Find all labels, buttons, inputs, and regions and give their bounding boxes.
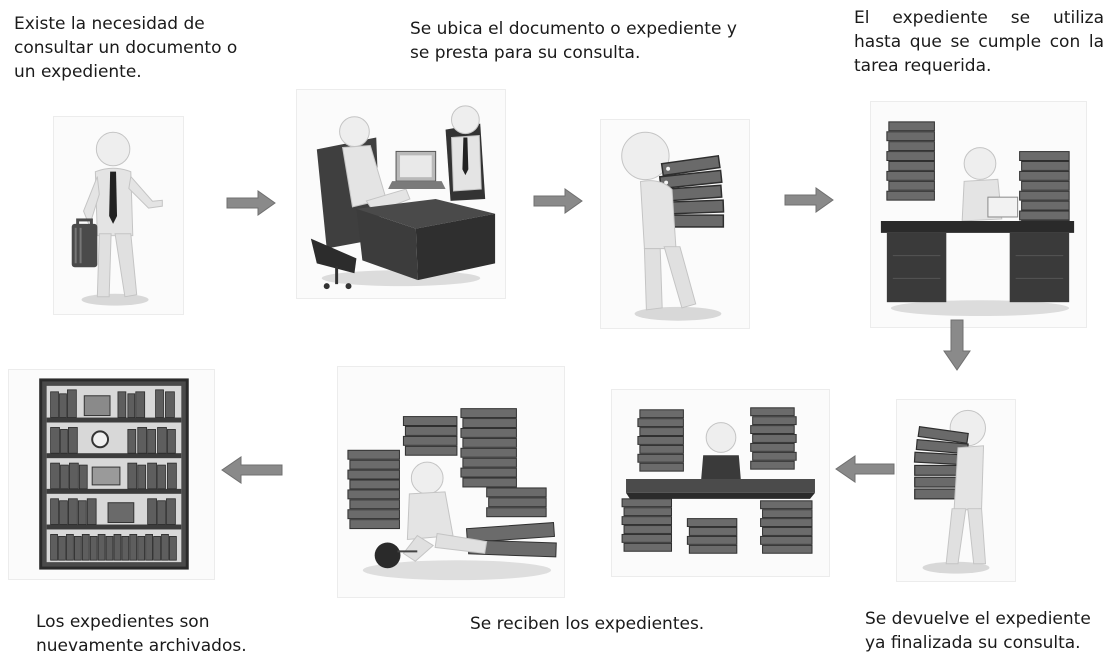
caption-step-1-line-2: consultar un documento o xyxy=(14,38,238,58)
caption-step-8: Los expedientes son nuevamente archivado… xyxy=(36,610,296,658)
caption-step-4-line-2: hasta que se cumple con la xyxy=(854,32,1104,52)
bookshelf-icon xyxy=(8,369,215,580)
arrow-left-1 xyxy=(835,455,895,483)
caption-step-1-line-1: Existe la necesidad de xyxy=(14,14,205,34)
person-carrying-binders-icon xyxy=(600,119,750,329)
caption-step-1: Existe la necesidad de consultar un docu… xyxy=(14,12,274,84)
arrow-right-3 xyxy=(784,187,834,213)
arrow-right-2 xyxy=(533,188,583,214)
caption-step-5: Se devuelve el expediente ya finalizada … xyxy=(865,607,1105,655)
caption-step-2-line-2: se presta para su consulta. xyxy=(410,43,641,63)
caption-step-8-line-2: nuevamente archivados. xyxy=(36,636,247,656)
arrow-down xyxy=(943,319,971,371)
person-with-briefcase-icon xyxy=(53,116,184,315)
caption-step-5-line-2: ya finalizada su consulta. xyxy=(865,633,1081,653)
caption-step-7-line-1: Se reciben los expedientes. xyxy=(470,614,705,634)
caption-step-4-line-3: tarea requerida. xyxy=(854,56,992,76)
desk-lending-icon xyxy=(296,89,506,299)
caption-step-4-line-1: El expediente se utiliza xyxy=(854,8,1104,28)
person-among-binders-icon xyxy=(337,366,565,598)
caption-step-2-line-1: Se ubica el documento o expediente y xyxy=(410,19,737,39)
person-returning-binders-icon xyxy=(896,399,1016,582)
caption-step-2: Se ubica el documento o expediente y se … xyxy=(410,17,770,65)
arrow-right-1 xyxy=(226,190,276,216)
caption-step-4: El expediente se utiliza hasta que se cu… xyxy=(854,6,1104,78)
caption-step-1-line-3: un expediente. xyxy=(14,62,142,82)
person-working-at-desk-icon xyxy=(870,101,1087,328)
caption-step-5-line-1: Se devuelve el expediente xyxy=(865,609,1091,629)
arrow-left-2 xyxy=(221,456,283,484)
desk-with-binder-stacks-icon xyxy=(611,389,830,577)
caption-step-8-line-1: Los expedientes son xyxy=(36,612,210,632)
caption-step-7: Se reciben los expedientes. xyxy=(470,612,770,636)
